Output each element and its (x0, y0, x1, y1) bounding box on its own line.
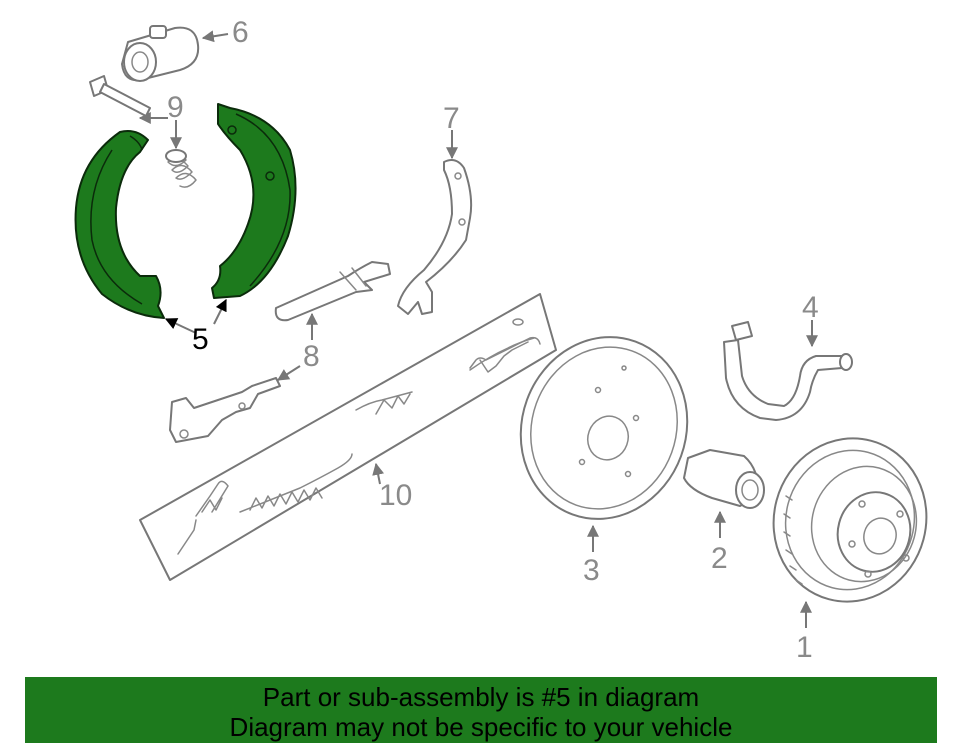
banner-line-2: Diagram may not be specific to your vehi… (229, 712, 733, 742)
banner-line-1: Part or sub-assembly is #5 in diagram (262, 682, 700, 712)
hold-down-spring[interactable] (165, 149, 197, 188)
callout-10: 10 (379, 479, 412, 512)
info-banner: Part or sub-assembly is #5 in diagram Di… (25, 677, 937, 743)
callout-5: 5 (192, 323, 209, 356)
adjuster-bracket[interactable] (169, 377, 281, 443)
callout-1: 1 (796, 631, 813, 664)
wheel-cylinder[interactable] (121, 25, 200, 82)
hold-down-pin[interactable] (89, 75, 151, 117)
backing-plate[interactable] (495, 314, 712, 543)
callout-9: 9 (167, 91, 184, 124)
callout-2: 2 (711, 542, 728, 575)
brake-shoe-right[interactable] (211, 103, 297, 299)
brake-line[interactable] (723, 321, 853, 421)
spring-kit[interactable] (139, 293, 557, 581)
brake-shoe-left[interactable] (74, 130, 165, 319)
callout-3: 3 (583, 554, 600, 587)
hub-bearing[interactable] (683, 449, 765, 509)
callout-6: 6 (232, 16, 249, 49)
callout-8: 8 (303, 340, 320, 373)
parking-brake-strut[interactable] (274, 261, 391, 322)
callout-7: 7 (443, 102, 460, 135)
callout-4: 4 (802, 291, 819, 324)
brake-drum[interactable] (755, 421, 944, 619)
parking-brake-lever[interactable] (397, 159, 473, 315)
